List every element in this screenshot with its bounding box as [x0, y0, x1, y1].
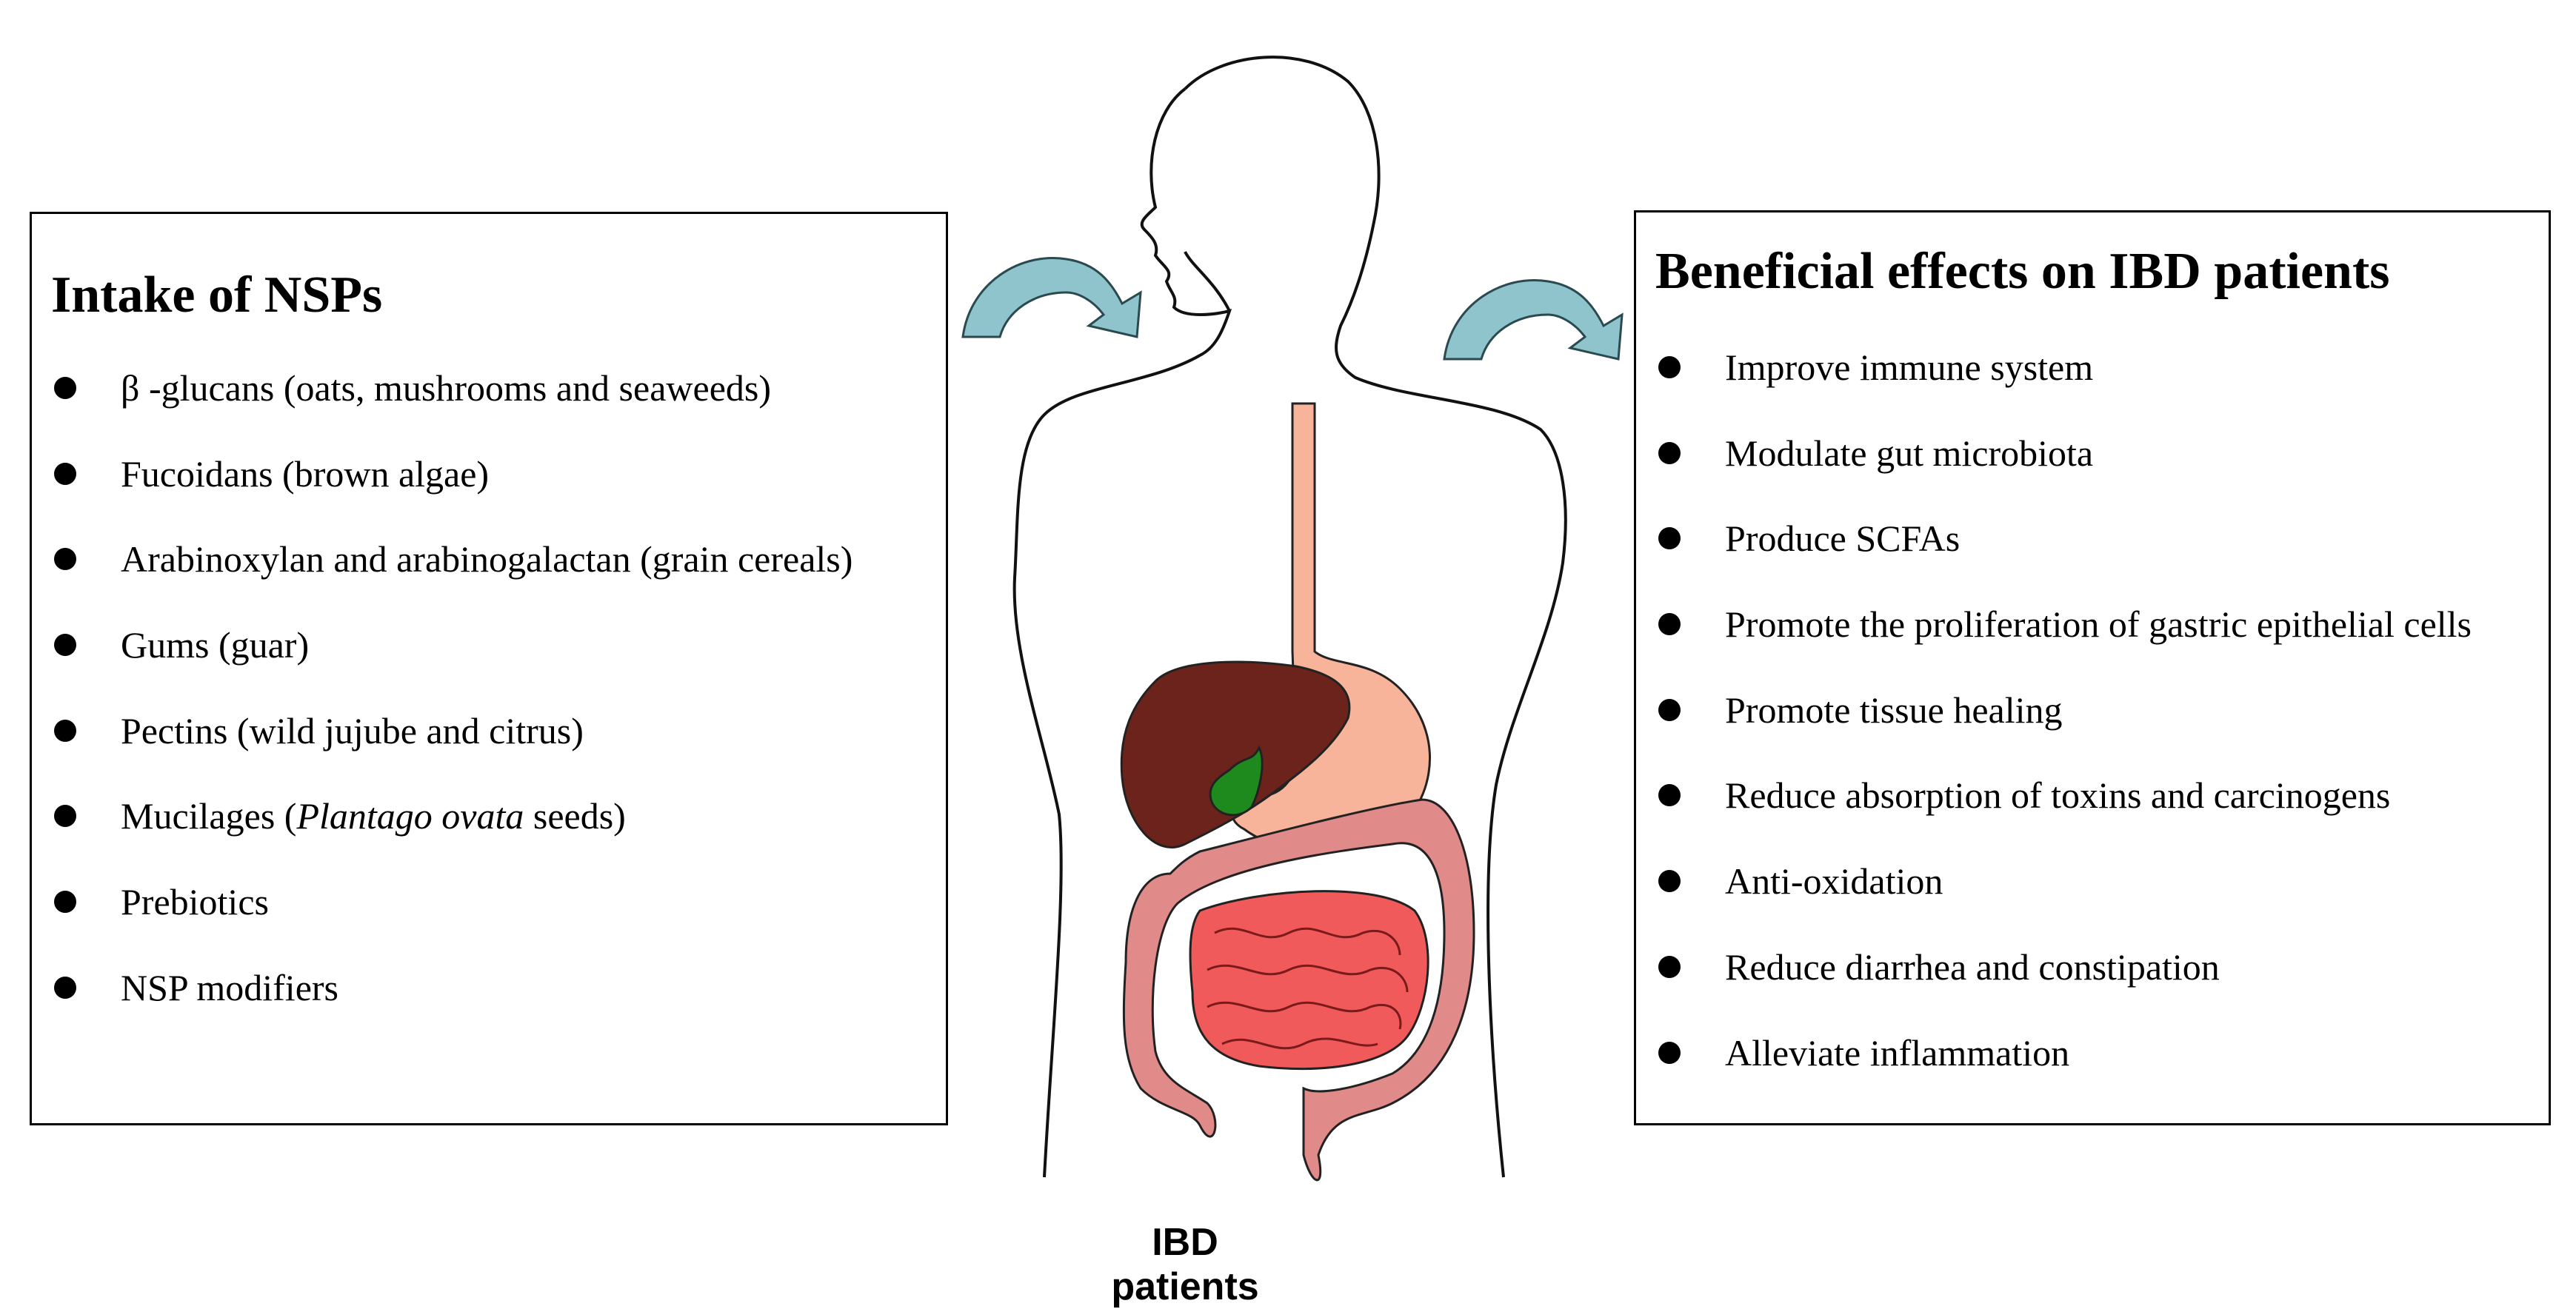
bullet-icon: [54, 891, 76, 914]
figure-caption: IBD patients: [1111, 1221, 1259, 1308]
species-name: Plantago ovata: [296, 795, 524, 837]
list-item: Improve immune system: [1636, 341, 2549, 427]
bullet-icon: [54, 377, 76, 399]
nsp-intake-list: β -glucans (oats, mushrooms and seaweeds…: [32, 362, 946, 1048]
list-item-text: Promote the proliferation of gastric epi…: [1725, 603, 2472, 646]
bullet-icon: [54, 976, 76, 999]
curved-arrow-icon-left: [961, 257, 1142, 338]
list-item-text: Fucoidans (brown algae): [121, 452, 490, 495]
list-item: Promote tissue healing: [1636, 684, 2549, 770]
list-item-text: Mucilages (Plantago ovata seeds): [121, 790, 626, 842]
curved-arrow-icon-right: [1443, 279, 1624, 361]
list-item-text: Reduce diarrhea and constipation: [1725, 945, 2220, 988]
list-item-text: Alleviate inflammation: [1725, 1031, 2070, 1074]
list-item-text: Promote tissue healing: [1725, 689, 2063, 731]
list-item: Mucilages (Plantago ovata seeds): [32, 790, 946, 876]
list-item-text: β -glucans (oats, mushrooms and seaweeds…: [121, 367, 772, 409]
list-item: Modulate gut microbiota: [1636, 427, 2549, 513]
list-item-text: Produce SCFAs: [1725, 518, 1961, 560]
list-item-text: Reduce absorption of toxins and carcinog…: [1725, 774, 2391, 817]
list-item: β -glucans (oats, mushrooms and seaweeds…: [32, 362, 946, 448]
list-item: Produce SCFAs: [1636, 512, 2549, 598]
bullet-icon: [1658, 870, 1681, 893]
list-item: Promote the proliferation of gastric epi…: [1636, 598, 2549, 684]
bullet-icon: [54, 548, 76, 571]
list-item-text: Anti-oxidation: [1725, 860, 1943, 903]
mucilages-suffix: seeds): [524, 795, 626, 837]
bullet-icon: [1658, 784, 1681, 807]
nsp-intake-title: Intake of NSPs: [51, 267, 383, 324]
bullet-icon: [54, 805, 76, 828]
list-item: Reduce absorption of toxins and carcinog…: [1636, 769, 2549, 855]
list-item: Prebiotics: [32, 876, 946, 962]
list-item: Fucoidans (brown algae): [32, 448, 946, 534]
mucilages-prefix: Mucilages (: [121, 795, 297, 837]
beneficial-effects-panel: Beneficial effects on IBD patients Impro…: [1634, 210, 2551, 1125]
bullet-icon: [54, 719, 76, 742]
list-item: Gums (guar): [32, 619, 946, 705]
body-outline-icon: [1012, 56, 1567, 1178]
list-item-text: Gums (guar): [121, 624, 310, 666]
bullet-icon: [1658, 1041, 1681, 1064]
bullet-icon: [1658, 698, 1681, 721]
list-item: Pectins (wild jujube and citrus): [32, 705, 946, 791]
list-item: Alleviate inflammation: [1636, 1027, 2549, 1113]
list-item: Reduce diarrhea and constipation: [1636, 941, 2549, 1027]
bullet-icon: [1658, 441, 1681, 464]
beneficial-effects-title: Beneficial effects on IBD patients: [1655, 243, 2390, 300]
bullet-icon: [54, 462, 76, 485]
digestive-system-icon: [1120, 402, 1475, 1182]
beneficial-effects-list: Improve immune system Modulate gut micro…: [1636, 341, 2549, 1112]
list-item: Anti-oxidation: [1636, 855, 2549, 941]
bullet-icon: [1658, 613, 1681, 636]
list-item-text: Pectins (wild jujube and citrus): [121, 709, 584, 751]
list-item-text: Prebiotics: [121, 881, 269, 923]
list-item-text: Arabinoxylan and arabinogalactan (grain …: [121, 538, 853, 580]
list-item-text: Improve immune system: [1725, 346, 2094, 388]
list-item: NSP modifiers: [32, 962, 946, 1048]
bullet-icon: [54, 634, 76, 657]
nsp-intake-panel: Intake of NSPs β -glucans (oats, mushroo…: [30, 212, 948, 1125]
list-item: Arabinoxylan and arabinogalactan (grain …: [32, 533, 946, 619]
list-item-text: Modulate gut microbiota: [1725, 432, 2094, 474]
bullet-icon: [1658, 955, 1681, 978]
bullet-icon: [1658, 527, 1681, 550]
bullet-icon: [1658, 356, 1681, 378]
list-item-text: NSP modifiers: [121, 966, 338, 1008]
